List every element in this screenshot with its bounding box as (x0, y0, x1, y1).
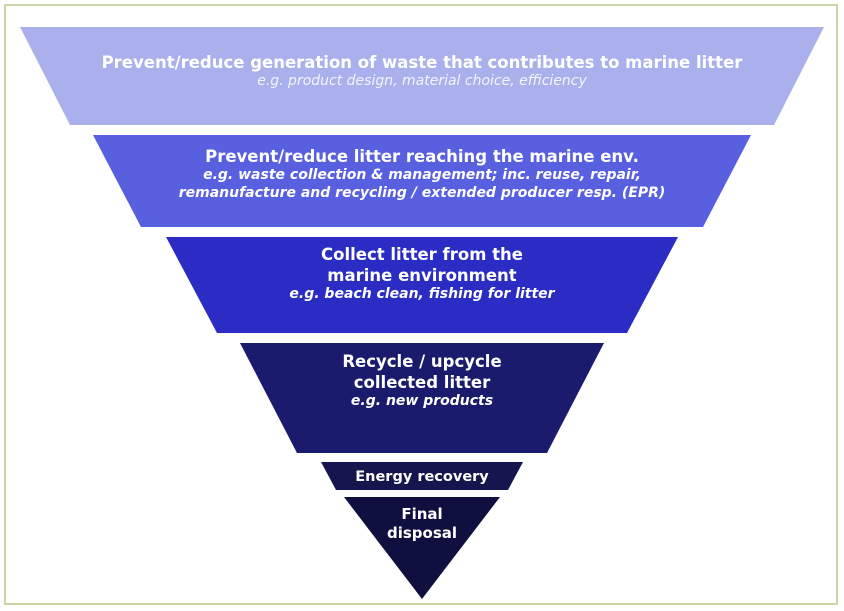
tier-3-title-line2: marine environment (327, 266, 517, 286)
tier-5-band (321, 462, 523, 490)
tier-3-label: Collect litter from the marine environme… (250, 244, 594, 304)
tier-1-subtitle: e.g. product design, material choice, ef… (257, 73, 587, 90)
tier-4-band (240, 343, 604, 453)
tier-2-subtitle-line1: e.g. waste collection & management; inc.… (203, 167, 641, 184)
tier-3-band (166, 237, 678, 333)
tier-2-title: Prevent/reduce litter reaching the marin… (205, 147, 639, 166)
tier-1-label: Prevent/reduce generation of waste that … (60, 52, 784, 91)
tier-3-subtitle: e.g. beach clean, fishing for litter (289, 286, 555, 303)
tier-1-band (20, 27, 824, 125)
tier-4-title-line1: Recycle / upcycle (342, 352, 502, 371)
tier-6-band (344, 497, 500, 599)
tier-4-subtitle: e.g. new products (350, 393, 494, 410)
tier-6-title-line2: disposal (386, 524, 458, 543)
tier-6-title-line1: Final (401, 505, 443, 523)
tier-6-label: Final disposal (360, 505, 484, 543)
tier-2-label: Prevent/reduce litter reaching the marin… (120, 146, 724, 203)
tier-3-title-line1: Collect litter from the (321, 245, 523, 264)
tier-4-label: Recycle / upcycle collected litter e.g. … (285, 351, 559, 411)
tier-4-title-line2: collected litter (353, 373, 491, 393)
tier-1-title: Prevent/reduce generation of waste that … (101, 53, 743, 72)
tier-5-label: Energy recovery (330, 468, 514, 487)
tier-2-band (93, 135, 751, 227)
tier-2-subtitle-line2: remanufacture and recycling / extended p… (178, 185, 666, 202)
tier-5-title: Energy recovery (355, 469, 489, 485)
